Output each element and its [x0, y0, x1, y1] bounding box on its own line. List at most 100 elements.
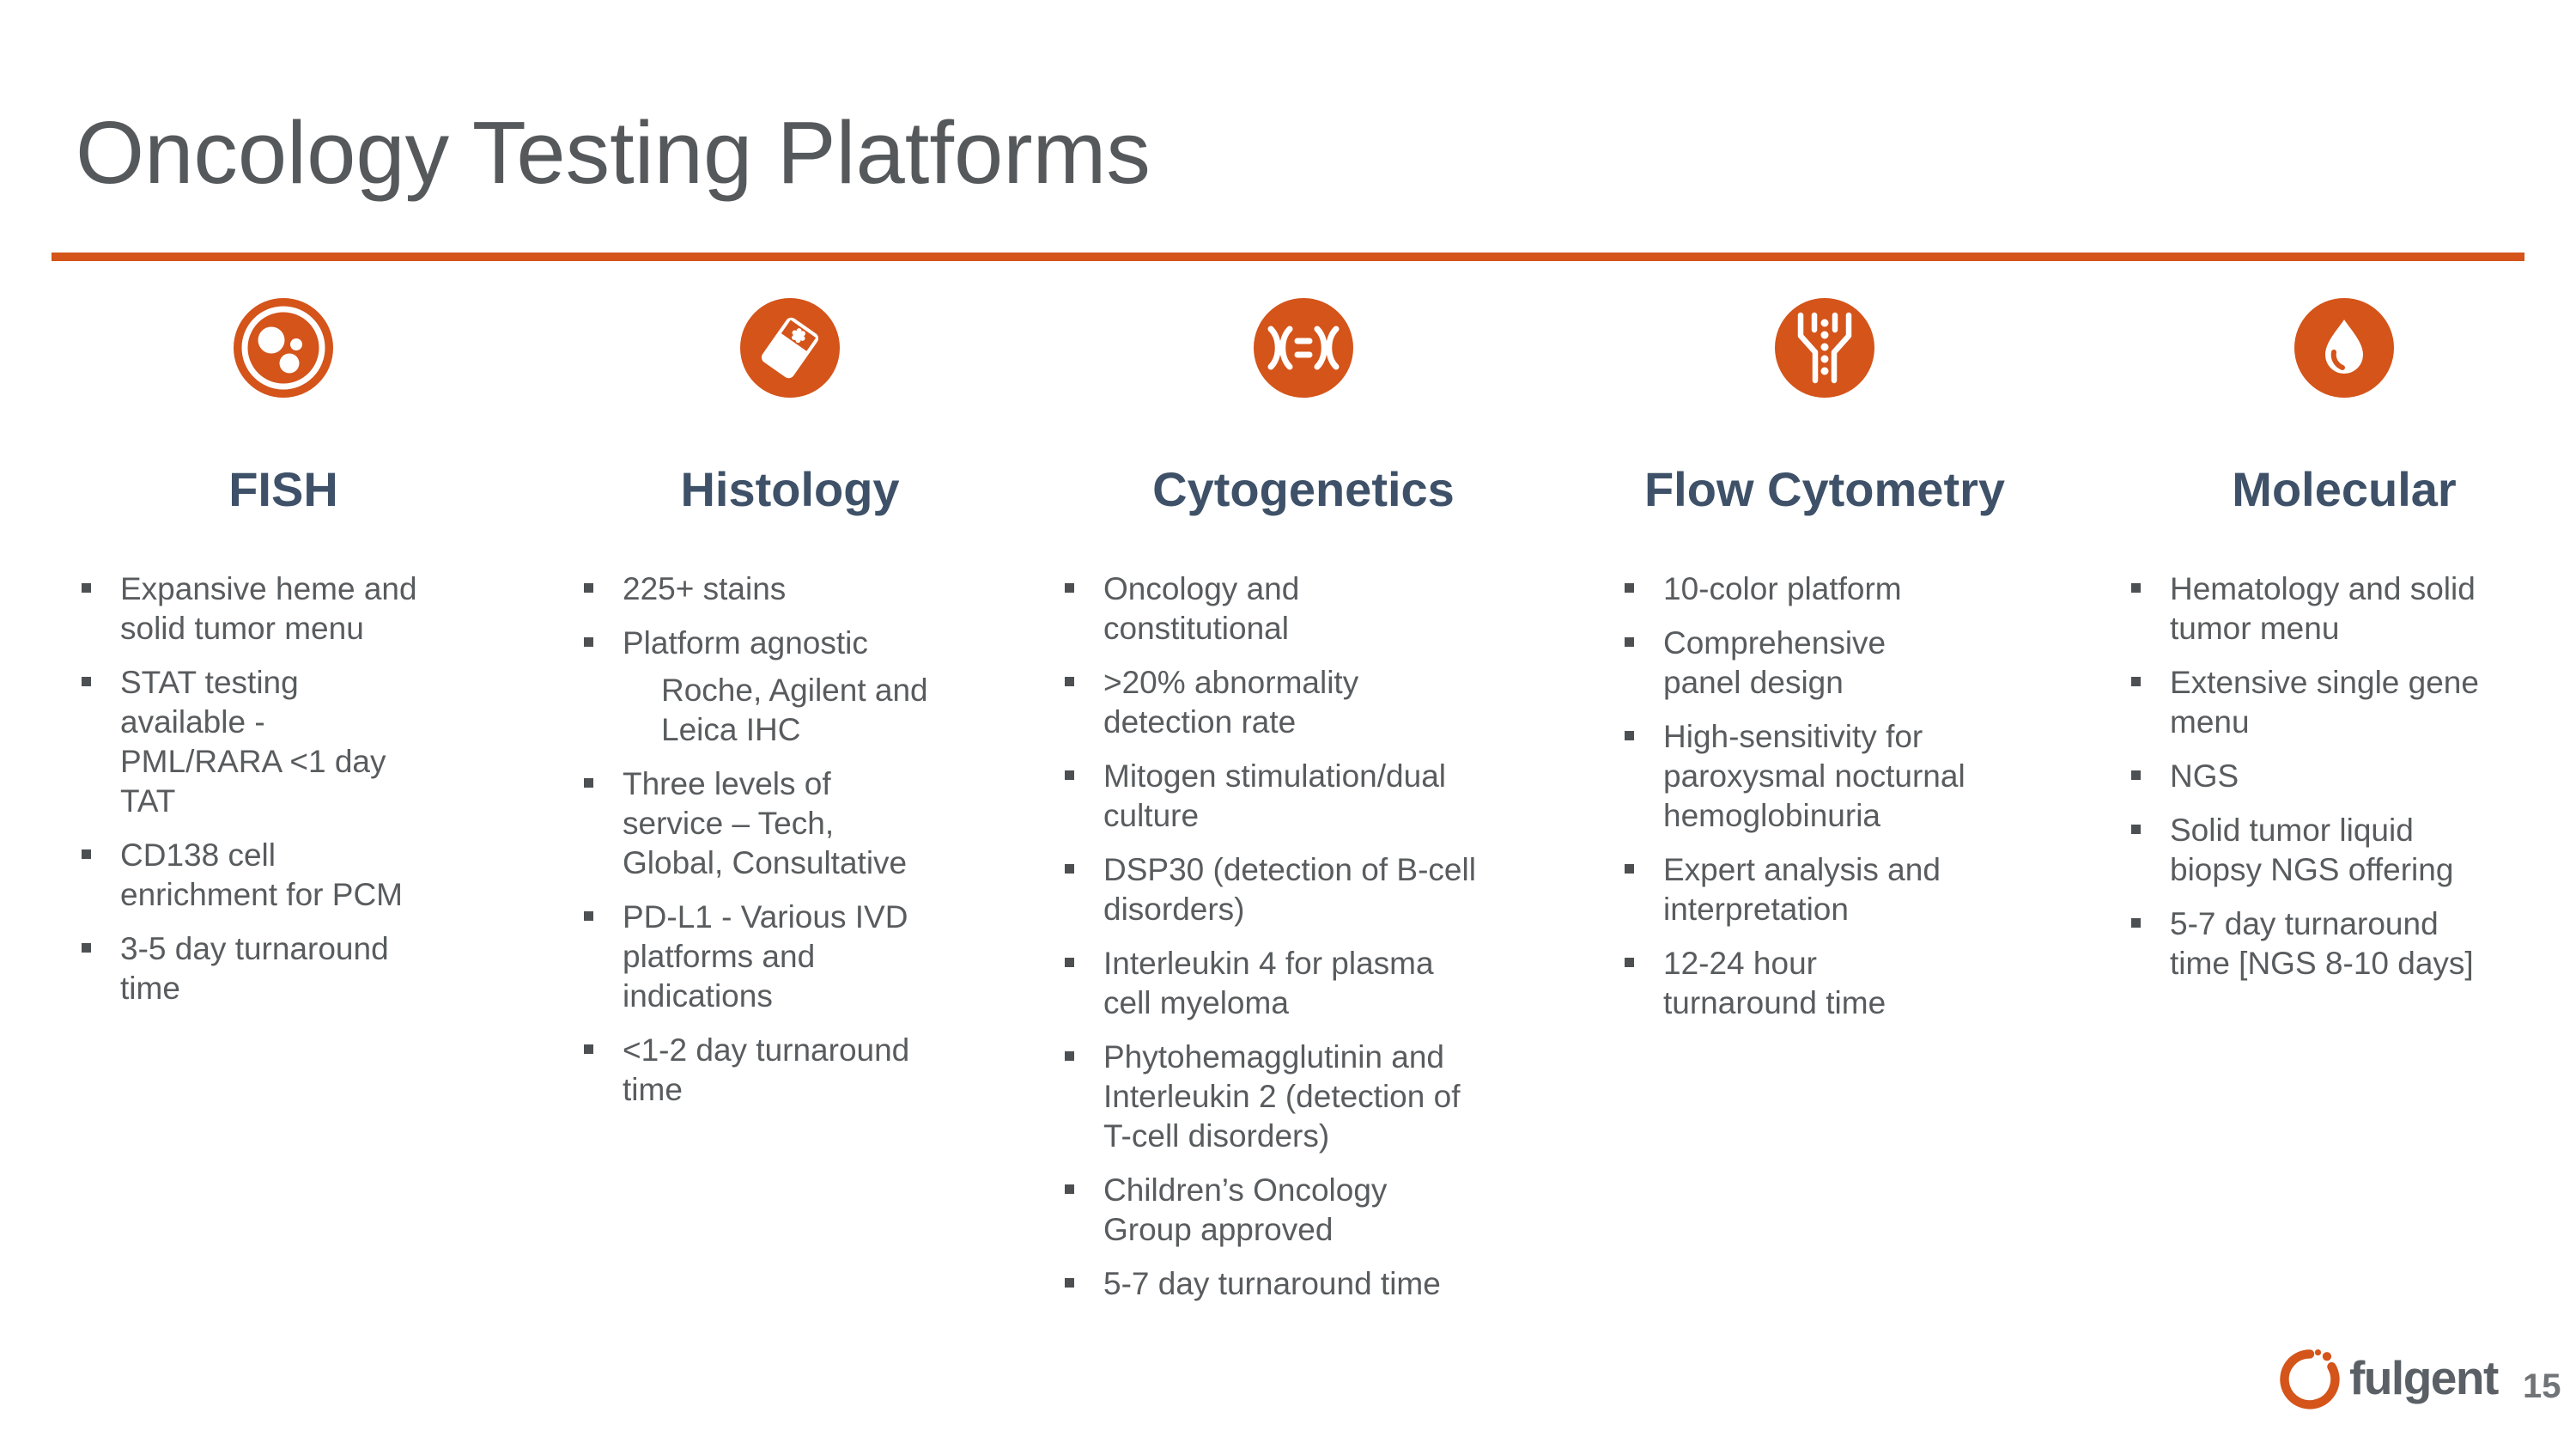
bullet-text: Solid tumor liquid biopsy NGS offering — [2170, 813, 2454, 887]
bullet-text: Three levels of service – Tech, Global, … — [623, 766, 908, 880]
column-heading-flow-cytometry: Flow Cytometry — [1643, 462, 2006, 516]
bullet-marker-icon — [1065, 864, 1074, 874]
column-molecular: Molecular Hematology and solid tumor men… — [2129, 298, 2559, 998]
bullet-item: 3-5 day turnaround time — [80, 929, 423, 1008]
bullet-item: Expert analysis and interpretation — [1623, 850, 1966, 929]
bullet-marker-icon — [1625, 637, 1634, 647]
column-fish: FISH Expansive heme and solid tumor menu… — [80, 298, 487, 1023]
bullet-item: Phytohemagglutinin and Interleukin 2 (de… — [1063, 1038, 1479, 1156]
bullet-item: Solid tumor liquid biopsy NGS offering — [2129, 811, 2499, 890]
bullet-text: STAT testing available - PML/RARA <1 day… — [120, 665, 386, 819]
bullet-marker-icon — [584, 583, 593, 593]
bullet-text: Platform agnostic — [623, 625, 868, 661]
bullet-marker-icon — [2131, 583, 2141, 593]
bullet-item: Mitogen stimulation/dual culture — [1063, 757, 1479, 836]
page-number: 15 — [2523, 1367, 2561, 1405]
bullet-text: CD138 cell enrichment for PCM — [120, 837, 403, 912]
cell-sorter-icon — [1623, 298, 2026, 398]
bullet-marker-icon — [1065, 677, 1074, 686]
bullet-item: Three levels of service – Tech, Global, … — [582, 764, 939, 883]
bullet-item: Comprehensive panel design — [1623, 624, 1966, 703]
bullet-list-cytogenetics: Oncology and constitutional >20% abnormal… — [1063, 569, 1479, 1304]
fish-cell-icon — [80, 298, 487, 398]
bullet-marker-icon — [82, 583, 91, 593]
bullet-marker-icon — [82, 677, 91, 686]
bullet-item: 5-7 day turnaround time — [1063, 1264, 1479, 1304]
bullet-item: <1-2 day turnaround time — [582, 1031, 939, 1110]
bullet-text: Children’s Oncology Group approved — [1103, 1172, 1388, 1247]
bullet-item: Roche, Agilent and Leica IHC — [582, 671, 939, 750]
bullet-item: Expansive heme and solid tumor menu — [80, 569, 423, 648]
bullet-item: DSP30 (detection of B-cell disorders) — [1063, 850, 1479, 929]
bullet-marker-icon — [1065, 958, 1074, 967]
bullet-marker-icon — [2131, 825, 2141, 834]
bullet-text: Roche, Agilent and Leica IHC — [661, 673, 928, 747]
bullet-item: 225+ stains — [582, 569, 939, 609]
bullet-text: NGS — [2170, 758, 2239, 794]
bullet-text: Expansive heme and solid tumor menu — [120, 571, 417, 646]
chromosome-icon — [1063, 298, 1544, 398]
bullet-item: 12-24 hour turnaround time — [1623, 944, 1966, 1023]
bullet-marker-icon — [1065, 1278, 1074, 1288]
bullet-item: Platform agnostic — [582, 624, 939, 663]
column-heading-cytogenetics: Cytogenetics — [1152, 462, 1455, 516]
bullet-item: Interleukin 4 for plasma cell myeloma — [1063, 944, 1479, 1023]
bullet-marker-icon — [1625, 583, 1634, 593]
bullet-text: Hematology and solid tumor menu — [2170, 571, 2476, 646]
bullet-marker-icon — [82, 943, 91, 953]
fulgent-logo-text: fulgent — [2349, 1351, 2499, 1404]
column-heading-fish: FISH — [228, 462, 338, 516]
bullet-marker-icon — [1625, 958, 1634, 967]
bullet-text: >20% abnormality detection rate — [1103, 665, 1359, 740]
fulgent-logo-icon — [2280, 1349, 2340, 1409]
bullet-text: Comprehensive panel design — [1663, 625, 1886, 700]
bullet-marker-icon — [1625, 864, 1634, 874]
bullet-text: PD-L1 - Various IVD platforms and indica… — [623, 899, 908, 1014]
bullet-item: 10-color platform — [1623, 569, 1966, 609]
bullet-item: High-sensitivity for paroxysmal nocturna… — [1623, 717, 1966, 836]
bullet-item: CD138 cell enrichment for PCM — [80, 836, 423, 915]
bullet-text: 12-24 hour turnaround time — [1663, 946, 1886, 1020]
bullet-text: 225+ stains — [623, 571, 787, 606]
bullet-text: 5-7 day turnaround time [NGS 8-10 days] — [2170, 906, 2474, 981]
accent-divider — [52, 253, 2524, 261]
bullet-text: Phytohemagglutinin and Interleukin 2 (de… — [1103, 1039, 1461, 1154]
bullet-item: STAT testing available - PML/RARA <1 day… — [80, 663, 423, 821]
bullet-marker-icon — [2131, 770, 2141, 780]
bullet-item: 5-7 day turnaround time [NGS 8-10 days] — [2129, 904, 2499, 983]
bullet-text: 3-5 day turnaround time — [120, 931, 389, 1006]
bullet-marker-icon — [2131, 918, 2141, 928]
bullet-text: Expert analysis and interpretation — [1663, 852, 1941, 927]
slide-title: Oncology Testing Platforms — [76, 103, 1151, 202]
bullet-item: >20% abnormality detection rate — [1063, 663, 1479, 742]
column-cytogenetics: Cytogenetics Oncology and constitutional… — [1063, 298, 1544, 1318]
bullet-marker-icon — [584, 1044, 593, 1054]
histology-slide-icon — [582, 298, 998, 398]
bullet-item: NGS — [2129, 757, 2499, 796]
bullet-text: Oncology and constitutional — [1103, 571, 1300, 646]
bullet-marker-icon — [82, 849, 91, 859]
bullet-text: Extensive single gene menu — [2170, 665, 2479, 740]
bullet-marker-icon — [2131, 677, 2141, 686]
bullet-marker-icon — [584, 911, 593, 921]
bullet-marker-icon — [584, 778, 593, 788]
bullet-marker-icon — [1065, 583, 1074, 593]
bullet-text: Mitogen stimulation/dual culture — [1103, 758, 1446, 833]
bullet-marker-icon — [1065, 1051, 1074, 1061]
bullet-item: Extensive single gene menu — [2129, 663, 2499, 742]
bullet-item: Children’s Oncology Group approved — [1063, 1171, 1479, 1250]
column-heading-histology: Histology — [680, 462, 900, 516]
bullet-marker-icon — [1065, 1184, 1074, 1194]
bullet-text: High-sensitivity for paroxysmal nocturna… — [1663, 719, 1965, 833]
bullet-item: PD-L1 - Various IVD platforms and indica… — [582, 898, 939, 1016]
bullet-marker-icon — [1065, 770, 1074, 780]
bullet-text: 5-7 day turnaround time — [1103, 1266, 1441, 1301]
footer-logo: fulgent — [2277, 1345, 2499, 1410]
